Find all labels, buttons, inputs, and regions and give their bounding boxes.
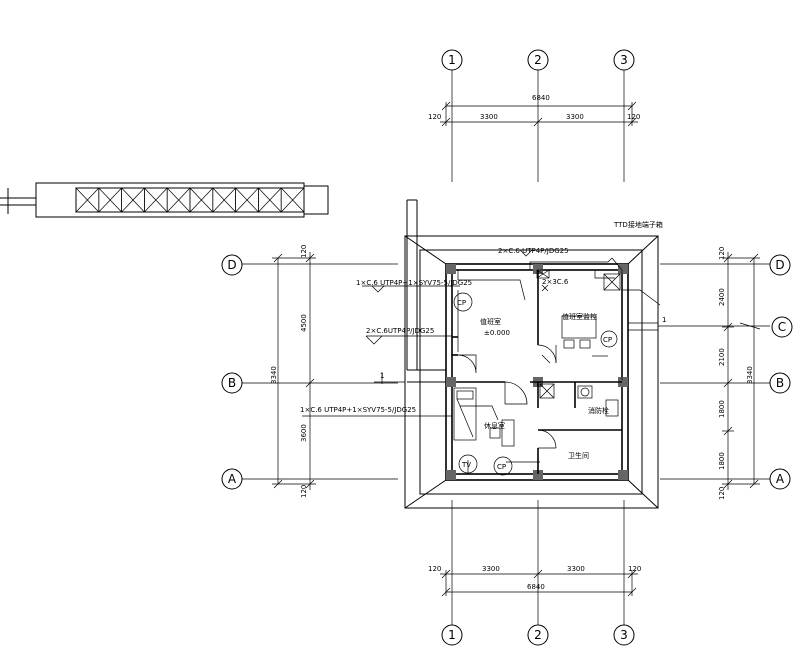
axis-bubble-C-right: C [771,316,793,338]
svg-text:3300: 3300 [482,565,500,573]
svg-text:3: 3 [620,628,628,642]
axis-bubble-1-bottom: 1 [441,624,463,646]
svg-text:3: 3 [620,53,628,67]
svg-text:D: D [227,258,236,272]
svg-text:CP: CP [457,299,466,307]
svg-text:2100: 2100 [718,348,726,366]
axis-bubble-D-left: D [221,254,243,276]
label-top-cable: 2×C.6 UTP4P/JDG25 [498,247,569,255]
label-2x3c6: 2×3C.6 [542,278,569,286]
svg-text:3340: 3340 [270,366,278,384]
side-section-detail [0,182,329,218]
axis-bubble-2-top: 2 [527,49,549,71]
dimension-chain-top: 6840 120 3300 3300 120 [428,94,640,127]
svg-text:1: 1 [448,628,456,642]
roof-outline [404,235,659,509]
svg-text:C: C [778,320,786,334]
svg-text:120: 120 [628,565,641,573]
outlet-cp-2: CP [600,330,618,348]
room-watch-elevation: ±0.000 [484,329,510,337]
label-bottom-cable: 1×C.6 UTP4P+1×SYV75-5/JDG25 [300,406,416,414]
svg-text:120: 120 [718,487,726,500]
axis-bubble-3-bottom: 3 [613,624,635,646]
building-walls [445,263,629,481]
svg-text:6840: 6840 [532,94,550,102]
svg-text:3300: 3300 [567,565,585,573]
svg-text:3300: 3300 [480,113,498,121]
svg-text:120: 120 [428,565,441,573]
svg-text:D: D [775,258,784,272]
svg-text:1800: 1800 [718,400,726,418]
dimension-chain-left: 120 4500 3340 3600 120 [270,245,316,498]
outlet-cp-1: CP [453,292,473,312]
dimension-chain-right: 120 2400 2100 3340 1800 1800 120 [718,247,760,500]
svg-text:A: A [776,472,785,486]
outlet-tv: TV [458,454,478,474]
svg-text:1: 1 [448,53,456,67]
furniture [453,269,621,447]
svg-text:2: 2 [534,628,542,642]
label-cable-num-1: 1 [380,372,384,380]
axis-bubble-2-bottom: 2 [527,624,549,646]
svg-text:CP: CP [603,336,612,344]
axis-bubble-3-top: 3 [613,49,635,71]
axis-bubble-B-left: B [221,372,243,394]
room-watch-name: 值班室 [480,317,501,326]
svg-text:3340: 3340 [746,366,754,384]
svg-text:B: B [776,376,784,390]
axis-bubble-B-right: B [769,372,791,394]
room-lounge-name: 休息室 [484,421,505,430]
svg-text:1800: 1800 [718,452,726,470]
wiring-runs [302,249,770,474]
svg-text:TV: TV [461,461,471,469]
grid-lines-horizontal [242,263,770,480]
svg-text:6840: 6840 [527,583,545,591]
svg-text:B: B [228,376,236,390]
svg-text:120: 120 [300,485,308,498]
interior-partitions [452,270,622,474]
svg-text:A: A [228,472,237,486]
svg-text:120: 120 [627,113,640,121]
label-terminal-box: TTD接地端子箱 [613,220,663,229]
svg-text:CP: CP [497,463,506,471]
svg-text:2400: 2400 [718,288,726,306]
grid-lines-vertical [451,70,625,625]
label-left-cable-2: 2×C.6UTP4P/JDG25 [366,327,434,335]
svg-text:120: 120 [718,247,726,260]
label-fire-hydrant: 消防栓 [588,406,609,415]
dimension-chain-bottom: 120 3300 3300 120 6840 [428,565,641,597]
svg-text:2: 2 [534,53,542,67]
label-left-cable-1: 1×C.6 UTP4P+1×SYV75-5/JDG25 [356,279,472,287]
door-swings [457,344,557,449]
canopy-wing [406,199,446,383]
room-monitor-name: 值班室监控 [562,312,597,321]
svg-text:3600: 3600 [300,424,308,442]
svg-text:4500: 4500 [300,314,308,332]
axis-bubble-D-right: D [769,254,791,276]
axis-bubble-A-right: A [769,468,791,490]
svg-text:120: 120 [428,113,441,121]
svg-text:120: 120 [300,245,308,258]
outlet-cp-3: CP [493,456,513,476]
svg-text:3300: 3300 [566,113,584,121]
axis-bubble-A-left: A [221,468,243,490]
axis-bubble-1-top: 1 [441,49,463,71]
label-wire-c-num: 1 [662,316,666,324]
room-toilet-name: 卫生间 [568,451,589,460]
